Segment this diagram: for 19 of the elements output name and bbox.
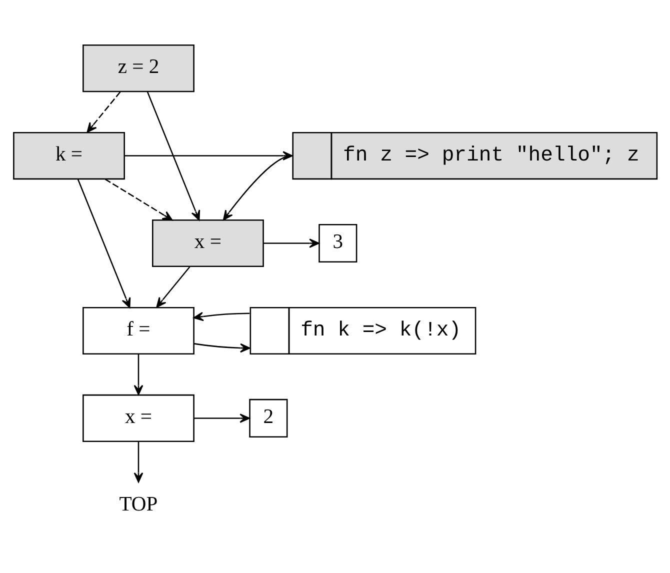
node-box: z = 2	[82, 44, 194, 92]
arrow	[194, 413, 250, 422]
node-box: x =	[152, 218, 264, 267]
arrow	[104, 178, 173, 220]
node-text: TOP	[119, 493, 158, 516]
node-box: 3	[318, 223, 358, 262]
node-box: k =	[13, 131, 125, 180]
arrow	[86, 90, 121, 132]
arrow	[146, 91, 200, 220]
arrow	[77, 178, 131, 308]
arrow	[134, 441, 144, 482]
node-box: x =	[82, 394, 194, 442]
arrow	[156, 266, 190, 308]
node-box: f =	[82, 306, 194, 354]
arrow	[263, 238, 320, 248]
node-box: 2	[249, 398, 288, 438]
arrow	[193, 311, 250, 321]
arrow	[134, 354, 144, 395]
arrow	[194, 342, 250, 352]
